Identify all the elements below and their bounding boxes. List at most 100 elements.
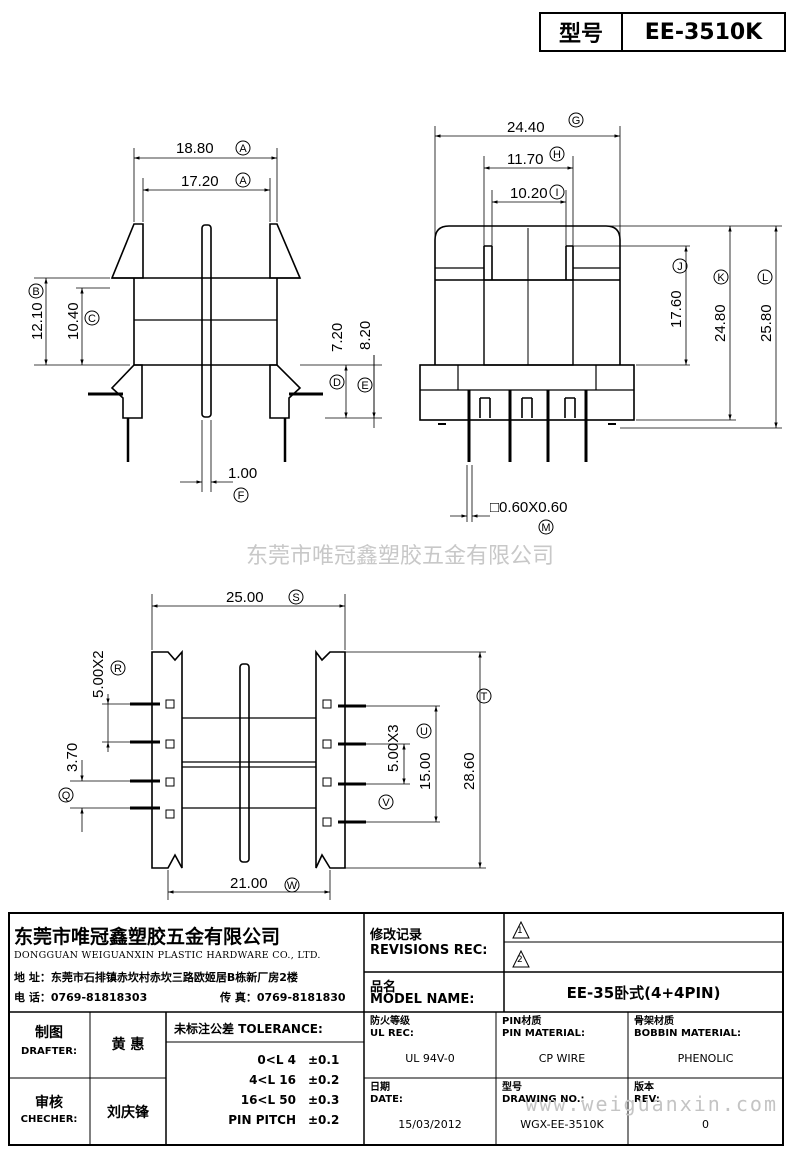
model-label: 型号 [558, 22, 603, 47]
mark-d-circle [329, 374, 345, 390]
bottom-view-labels: 25.00 5.00X2 3.70 5.00X3 15.00 28.60 21.… [64, 589, 478, 892]
date-value: 15/03/2012 [398, 1118, 462, 1131]
mark-g: G [572, 115, 581, 127]
dim-25-00: 25.00 [226, 589, 264, 606]
dim-25-80: 25.80 [758, 304, 775, 342]
drafter-label-cn: 制图 [35, 1025, 63, 1041]
tolerance-value: ±0.3 [308, 1093, 340, 1107]
checker-label-cn: 审核 [35, 1095, 63, 1111]
mark-t: T [481, 691, 488, 703]
mark-e-circle [357, 377, 373, 393]
dim-10-20: 10.20 [510, 185, 548, 202]
dim-28-60: 28.60 [461, 752, 478, 790]
drafter-label-en: DRAFTER: [21, 1046, 77, 1057]
bobbin-material-label-en: BOBBIN MATERIAL: [634, 1028, 742, 1039]
dim-11-70: 11.70 [507, 151, 543, 168]
model-name-value: EE-35卧式(4+4PIN) [566, 984, 721, 1002]
mark-s-circle [288, 589, 304, 605]
pin-material-value: CP WIRE [538, 1052, 586, 1065]
mark-a1: A [239, 143, 247, 155]
mark-i-circle [549, 184, 565, 200]
tolerance-row: PIN PITCH ±0.2 [194, 1110, 360, 1130]
bottom-view [70, 594, 486, 900]
mark-s: S [292, 592, 299, 604]
tolerance-list: 0<L 4±0.1 4<L 16 ±0.2 16<L 50±0.3 PIN PIT… [194, 1050, 360, 1130]
mark-h: H [553, 149, 561, 161]
model-value-cell: EE-3510K [621, 12, 786, 52]
dim-8-20: 8.20 [357, 321, 374, 350]
date-label-en: DATE: [370, 1094, 403, 1105]
mark-a1-circle [235, 140, 251, 156]
ul-label-en: UL REC: [370, 1028, 414, 1039]
mark-v-circle [378, 794, 394, 810]
front-view-labels: 24.40 11.70 10.20 17.60 24.80 25.80 □0.6… [490, 119, 775, 516]
company-name-en: DONGGUAN WEIGUANXIN PLASTIC HARDWARE CO.… [14, 950, 321, 961]
mark-l: L [762, 272, 768, 284]
tolerance-row: 16<L 50±0.3 [194, 1090, 360, 1110]
mark-w-circle [284, 877, 300, 893]
model-value: EE-3510K [644, 19, 763, 45]
rev-label-cn: 版本 [634, 1082, 654, 1093]
rev-value: 0 [702, 1118, 709, 1131]
mark-j-circle [672, 258, 688, 274]
dim-17-20: 17.20 [181, 173, 219, 190]
tolerance-row: 0<L 4±0.1 [194, 1050, 360, 1070]
mark-q: Q [62, 790, 71, 802]
bobbin-material-label-cn: 骨架材质 [634, 1016, 674, 1027]
dim-12-10: 12.10 [29, 302, 46, 340]
tolerance-value: ±0.2 [308, 1113, 340, 1127]
title-block: 东莞市唯冠鑫塑胶五金有限公司 DONGGUAN WEIGUANXIN PLAST… [8, 912, 784, 1146]
tolerance-range: 4<L 16 [249, 1073, 296, 1087]
drawing-views: 18.80 17.20 12.10 10.40 7.20 8.20 1.00 A… [28, 112, 782, 900]
model-label-cell: 型号 [539, 12, 623, 52]
dim-21-00: 21.00 [230, 875, 268, 892]
mark-e: E [361, 380, 368, 392]
mark-k-circle [713, 269, 729, 285]
title-block-grid [8, 912, 784, 1146]
dim-18-80: 18.80 [176, 140, 214, 157]
mark-h-circle [549, 146, 565, 162]
side-view-labels: 18.80 17.20 12.10 10.40 7.20 8.20 1.00 [29, 140, 374, 482]
company-fax: 传 真：0769-8181830 [220, 991, 346, 1004]
dim-1-00: 1.00 [228, 465, 257, 482]
mark-c-circle [84, 310, 100, 326]
mark-m-circle [538, 519, 554, 535]
rev-label-en: REV: [634, 1094, 660, 1105]
drawing-no-label-cn: 型号 [502, 1082, 522, 1093]
dim-3-70: 3.70 [64, 743, 81, 772]
company-address: 地 址：东莞市石排镇赤坎村赤坎三路欧姬居B栋新厂房2楼 [14, 971, 298, 984]
mark-a2-circle [235, 172, 251, 188]
bottom-view-marks: S R Q U V T W [58, 589, 492, 893]
mark-r: R [114, 663, 122, 675]
revisions-label-en: REVISIONS REC: [370, 943, 488, 958]
model-name-label-cn: 品名 [370, 980, 397, 995]
mark-u: U [420, 726, 428, 738]
mark-b-circle [28, 283, 44, 299]
mark-m: M [541, 522, 550, 534]
dim-15-00: 15.00 [417, 752, 434, 790]
mark-w: W [287, 880, 298, 892]
ul-label-cn: 防火等级 [370, 1016, 410, 1027]
mark-a2: A [239, 175, 247, 187]
mark-c: C [88, 313, 96, 325]
checker-label-en: CHECHER: [20, 1114, 78, 1125]
tolerance-title: 未标注公差 TOLERANCE: [174, 1022, 323, 1036]
checker-name: 刘庆锋 [107, 1105, 149, 1121]
mark-t-circle [476, 688, 492, 704]
dim-10-40: 10.40 [65, 302, 82, 340]
mark-r-circle [110, 660, 126, 676]
mark-l-circle [757, 269, 773, 285]
tolerance-value: ±0.2 [308, 1073, 340, 1087]
mark-j: J [677, 261, 683, 273]
dim-5-00x3: 5.00X3 [385, 724, 402, 772]
drafter-name: 黄 惠 [111, 1037, 145, 1053]
date-label-cn: 日期 [370, 1082, 390, 1093]
ul-value: UL 94V-0 [405, 1052, 455, 1065]
mark-i: I [555, 187, 558, 199]
company-phone: 电 话：0769-81818303 [14, 991, 148, 1004]
drawing-no-label-en: DRAWING NO.: [502, 1094, 585, 1105]
mark-v: V [382, 797, 390, 809]
tolerance-range: PIN PITCH [228, 1113, 296, 1127]
mark-b: B [32, 286, 39, 298]
revision-1: 1 [517, 926, 523, 936]
